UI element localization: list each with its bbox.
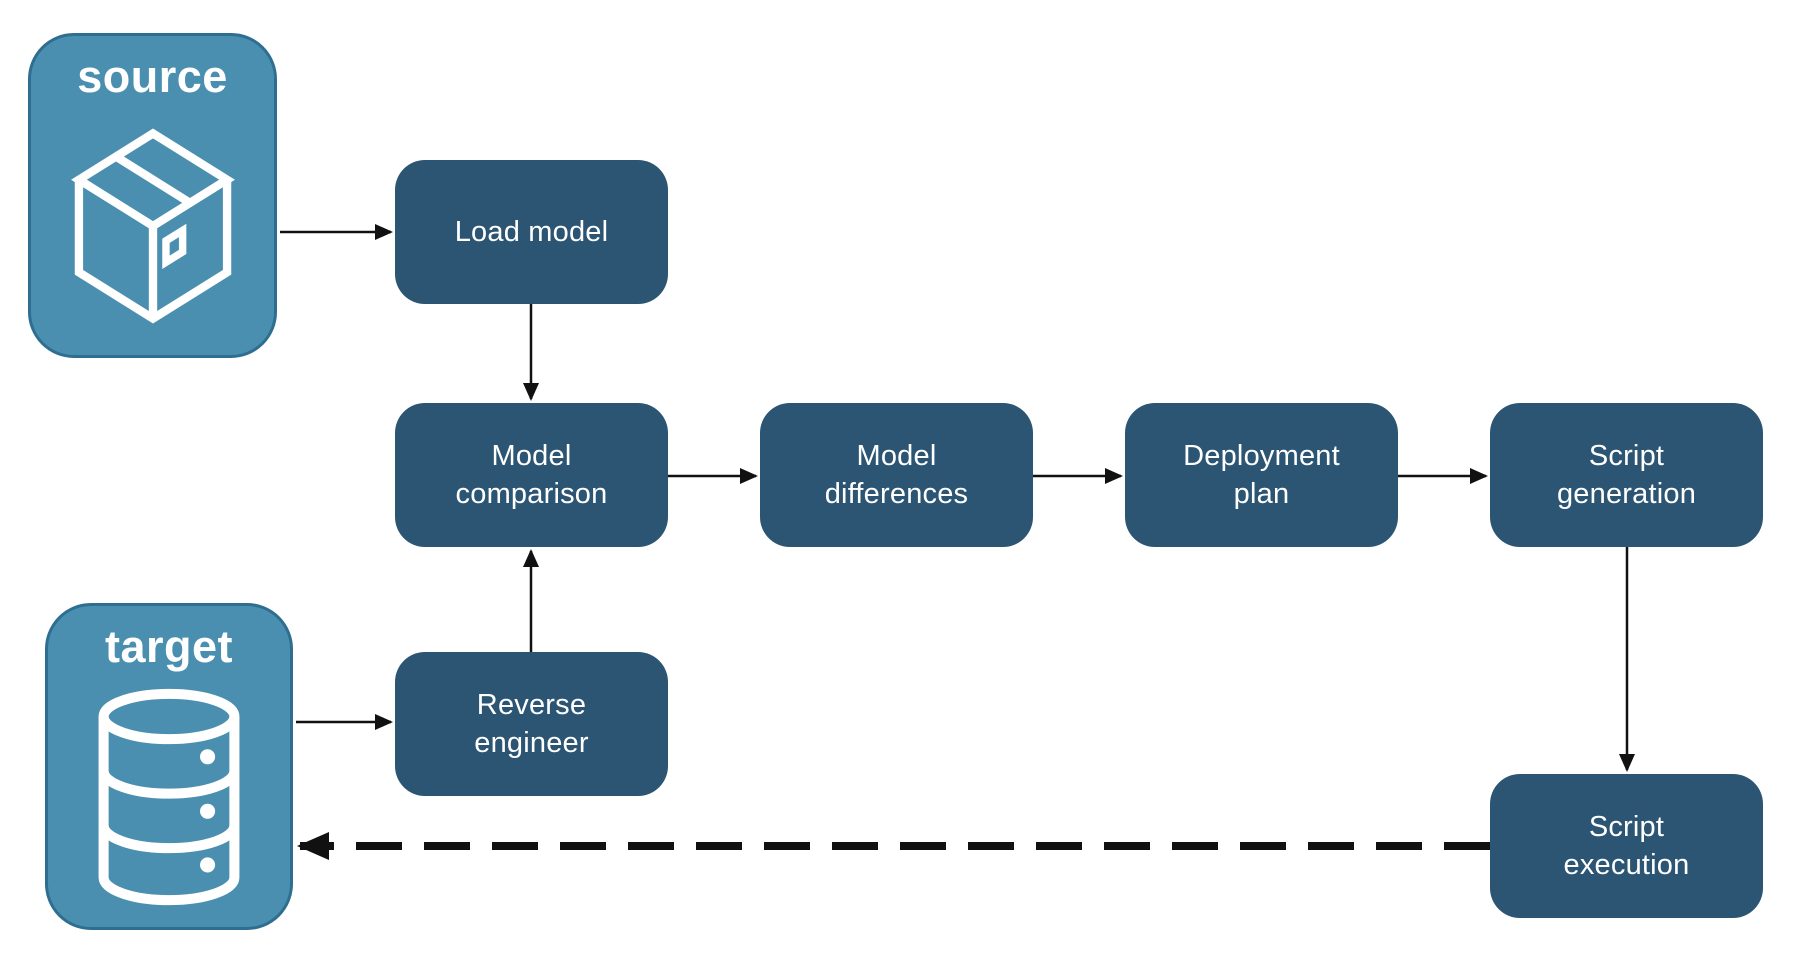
node-label: Model differences	[824, 439, 969, 510]
target-label: target	[104, 621, 234, 672]
node-label: Reverse engineer	[474, 688, 589, 759]
node-model-comparison: Model comparison	[395, 403, 668, 547]
node-label: Model comparison	[455, 439, 608, 510]
node-model-differences: Model differences	[760, 403, 1033, 547]
node-deployment-plan: Deployment plan	[1125, 403, 1398, 547]
database-icon	[98, 688, 240, 905]
node-reverse-engineer: Reverse engineer	[395, 652, 668, 796]
node-label: Deployment plan	[1183, 439, 1340, 510]
package-icon	[70, 127, 235, 324]
node-label: Script generation	[1556, 439, 1697, 510]
node-label: Script execution	[1563, 810, 1690, 881]
node-script-generation: Script generation	[1490, 403, 1763, 547]
target-endpoint: target	[45, 603, 293, 930]
node-script-execution: Script execution	[1490, 774, 1763, 918]
node-load-model: Load model	[395, 160, 668, 304]
source-label: source	[77, 51, 228, 102]
node-label: Load model	[454, 215, 609, 248]
source-endpoint: source	[28, 33, 277, 358]
